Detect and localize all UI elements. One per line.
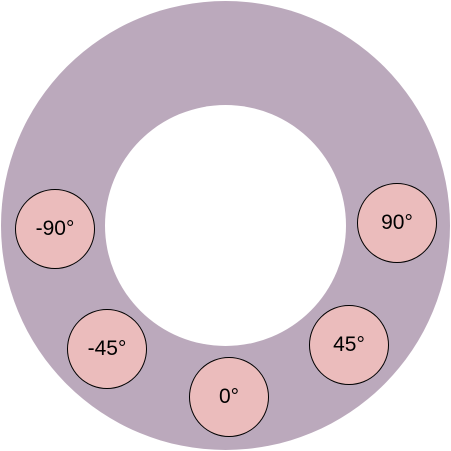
angle-marker-label: -90° — [35, 217, 75, 240]
angle-marker-45: 45° — [309, 305, 389, 385]
angle-marker-0: 0° — [189, 357, 269, 437]
angle-marker-neg90: -90° — [15, 189, 95, 269]
angle-marker-90: 90° — [357, 183, 437, 263]
angle-marker-label: -45° — [87, 337, 127, 360]
ring-center-hole — [105, 105, 346, 346]
angle-marker-neg45: -45° — [67, 309, 147, 389]
angle-marker-label: 0° — [218, 385, 240, 408]
angle-marker-label: 45° — [333, 333, 365, 356]
angle-marker-label: 90° — [381, 211, 413, 234]
